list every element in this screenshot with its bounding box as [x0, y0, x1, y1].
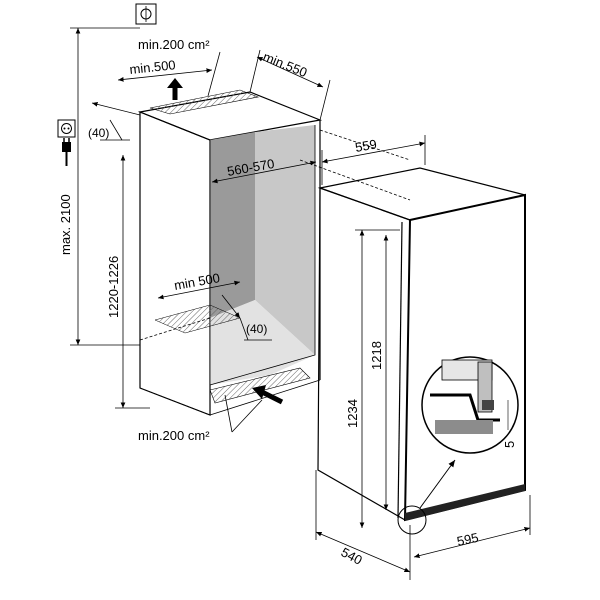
dim-appliance-width: 540: [315, 470, 411, 580]
dim-bottom-gap: (40): [221, 294, 272, 341]
top-depth-label: min.500: [129, 57, 177, 77]
side-gap-label: (40): [88, 126, 109, 140]
dim-door-width: 595: [413, 495, 531, 558]
appliance-width-label: 540: [339, 544, 365, 567]
dim-top-vent: min.200 cm²: [138, 37, 221, 97]
niche-depth-label: min.550: [261, 49, 310, 80]
niche-interior-floor: [210, 300, 315, 385]
dim-appliance-depth: 559: [321, 135, 426, 185]
dim-top-depth: min.500: [117, 57, 213, 82]
bottom-vent-grille: [209, 367, 311, 404]
dim-side-gap: (40): [88, 102, 141, 141]
bottom-gap-label: (40): [246, 322, 267, 336]
plinth-strip: [405, 484, 525, 521]
dim-bottom-vent: min.200 cm²: [138, 394, 263, 443]
dim-niche-depth: min.550: [249, 49, 331, 121]
niche-cabinet: [137, 89, 323, 416]
max-height-label: max. 2100: [58, 194, 73, 255]
dim-niche-height: 1220-1226: [106, 155, 150, 409]
dim-appliance-height: 1234: [345, 229, 400, 528]
top-vent-grille: [149, 89, 260, 115]
appliance-top: [317, 167, 526, 221]
dim-door-height: 1218: [369, 235, 389, 510]
air-out-arrow: [167, 78, 183, 100]
door-detail-callout: 5: [397, 356, 519, 535]
dim-max-height: max. 2100: [58, 27, 140, 346]
socket-icon: [57, 119, 76, 138]
niche-height-label: 1220-1226: [106, 256, 121, 318]
ground-socket-icon: [135, 3, 157, 25]
niche-left-face: [139, 111, 211, 416]
appliance-side: [317, 187, 411, 522]
top-vent-label: min.200 cm²: [138, 37, 210, 52]
plug-icon: [62, 138, 71, 166]
bottom-vent-label: min.200 cm²: [138, 428, 210, 443]
door-gap-label: 5: [502, 441, 517, 448]
door-height-label: 1218: [369, 341, 384, 370]
appliance-height-label: 1234: [345, 399, 360, 428]
appliance: [299, 129, 526, 522]
door-width-label: 595: [456, 530, 480, 549]
appliance-depth-label: 559: [354, 136, 378, 155]
air-in-arrow: [252, 385, 284, 405]
